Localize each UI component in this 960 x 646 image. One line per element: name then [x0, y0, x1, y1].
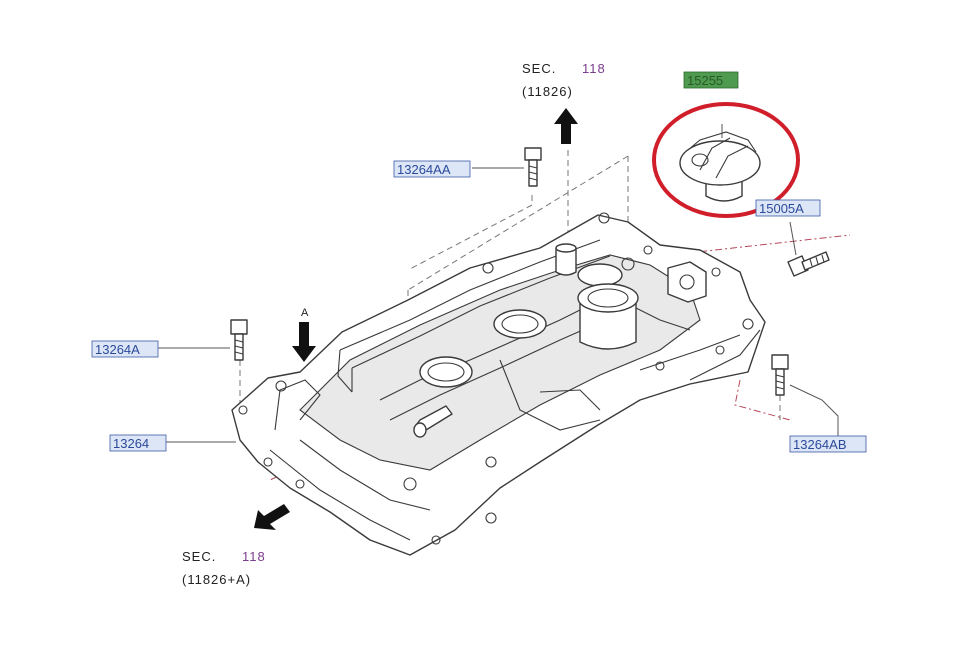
- bolt-13264AB: [771, 354, 789, 396]
- valve-cover-body: [231, 212, 766, 556]
- callout-13264AA[interactable]: 13264AA: [393, 160, 471, 178]
- section-ref-sec: SEC.: [522, 61, 556, 76]
- bolt-15005A: [787, 251, 830, 277]
- leader-lines: [158, 124, 839, 443]
- callout-label: 15005A: [759, 201, 804, 216]
- section-ref-sec: SEC.: [182, 549, 216, 564]
- section-ref-code: (11826): [522, 84, 573, 99]
- section-ref-top[interactable]: SEC. 118 (11826): [522, 61, 606, 99]
- callout-13264A[interactable]: 13264A: [91, 340, 159, 358]
- bolt-13264A: [230, 319, 248, 361]
- view-letter: A: [301, 307, 309, 319]
- callout-label: 13264A: [95, 342, 140, 357]
- callout-13264[interactable]: 13264: [109, 434, 167, 452]
- callout-label: 13264: [113, 436, 149, 451]
- oil-filler-cap: [679, 131, 761, 202]
- arrow-up-icon: [554, 108, 578, 144]
- highlight-circle: [652, 102, 800, 218]
- section-ref-bottom[interactable]: SEC. 118 (11826+A): [182, 549, 266, 587]
- arrow-diagonal-icon: [254, 504, 290, 530]
- callout-label: 13264AA: [397, 162, 451, 177]
- callout-label: 15255: [687, 73, 723, 88]
- section-ref-number: 118: [582, 61, 606, 76]
- section-ref-number: 118: [242, 549, 266, 564]
- callout-15005A[interactable]: 15005A: [755, 199, 821, 217]
- callout-label: 13264AB: [793, 437, 847, 452]
- section-ref-code: (11826+A): [182, 572, 251, 587]
- arrow-down-icon: [292, 322, 316, 362]
- bolt-13264AA: [524, 147, 542, 187]
- callout-13264AB[interactable]: 13264AB: [789, 435, 867, 453]
- callout-15255[interactable]: 15255: [683, 71, 739, 89]
